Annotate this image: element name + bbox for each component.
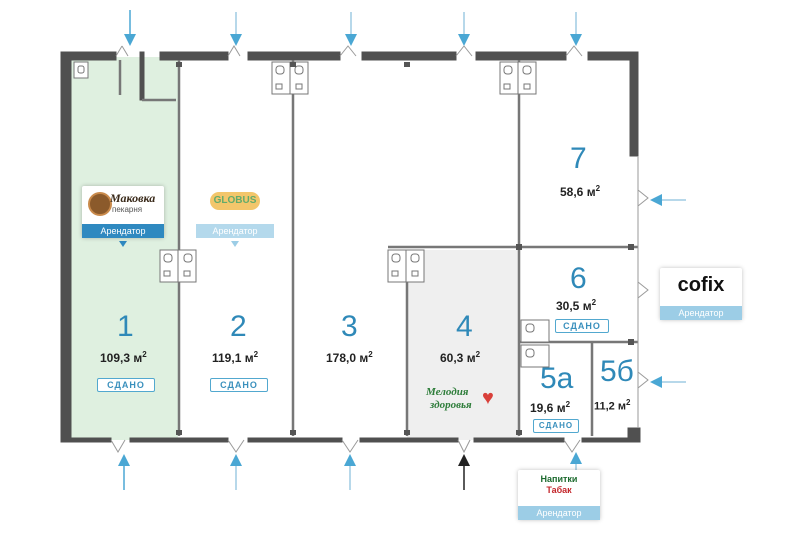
napitki-line1: Напитки <box>540 474 578 484</box>
globus-pointer <box>231 241 239 247</box>
cofix-logo: cofix <box>677 274 725 296</box>
unit-5a-status-badge: СДАНО <box>533 419 579 433</box>
unit-4-number: 4 <box>456 310 473 343</box>
cofix-role: Арендатор <box>660 306 742 320</box>
walls <box>60 51 641 443</box>
globus-role: Арендатор <box>196 224 274 238</box>
unit-6-number: 6 <box>570 262 587 295</box>
unit-1-number: 1 <box>117 310 134 343</box>
unit-1-status-badge: СДАНО <box>97 378 155 392</box>
napitki-line2: Табак <box>546 485 572 495</box>
unit-3-number: 3 <box>341 310 358 343</box>
posts <box>176 62 634 435</box>
melodiya-logo: Мелодия здоровья ♥ <box>426 386 506 416</box>
unit-2-status-badge: СДАНО <box>210 378 268 392</box>
unit-7-area: 58,6 м2 <box>560 184 601 199</box>
entrance-arrows <box>118 10 686 490</box>
globus-logo: GLOBUS <box>210 192 260 210</box>
napitki-tenant-card: Напитки Табак Арендатор <box>518 470 600 520</box>
melodiya-line2: здоровья <box>430 399 472 411</box>
unit-2-area: 119,1 м2 <box>212 350 259 365</box>
unit-4-fill <box>407 250 519 440</box>
toilet-blocks <box>73 61 550 368</box>
unit-1-area: 109,3 м2 <box>100 350 147 365</box>
makovka-sub: пекарня <box>112 205 143 214</box>
cofix-tenant-card: cofix Арендатор <box>660 268 742 320</box>
napitki-role: Арендатор <box>518 506 600 520</box>
globus-tenant-card: GLOBUS Арендатор <box>196 186 274 238</box>
unit-5b-area: 11,2 м2 <box>594 398 631 413</box>
unit-2-number: 2 <box>230 310 247 343</box>
makovka-role: Арендатор <box>82 224 164 238</box>
makovka-name: Маковка <box>110 191 156 205</box>
unit-7-number: 7 <box>570 142 587 175</box>
unit-6-area: 30,5 м2 <box>556 298 597 313</box>
melodiya-line1: Мелодия <box>426 386 469 398</box>
door-swings <box>110 45 649 454</box>
makovka-pointer <box>119 241 127 247</box>
makovka-tenant-card: Маковка пекарня Арендатор <box>82 186 164 238</box>
unit-3-area: 178,0 м2 <box>326 350 373 365</box>
unit-6-status-badge: СДАНО <box>555 319 609 333</box>
heart-icon: ♥ <box>482 387 494 409</box>
unit-5a-area: 19,6 м2 <box>530 400 571 415</box>
unit-1-fill <box>70 57 178 440</box>
unit-4-area: 60,3 м2 <box>440 350 481 365</box>
unit-5a-number: 5а <box>540 362 574 395</box>
unit-5b-number: 5б <box>600 355 634 388</box>
makovka-logo-icon <box>88 192 112 216</box>
